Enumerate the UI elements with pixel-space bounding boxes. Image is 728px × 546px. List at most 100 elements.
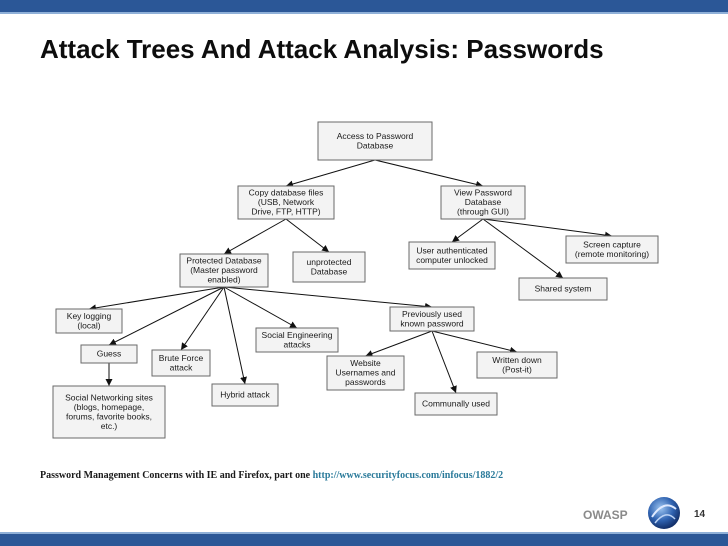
node-label: Copy database files [249, 188, 324, 198]
node-label: Hybrid attack [220, 390, 270, 400]
node-keylog: Key logging(local) [55, 308, 123, 334]
node-label: computer unlocked [416, 255, 488, 265]
node-label: Protected Database [186, 256, 261, 266]
node-screencap: Screen capture(remote monitoring) [565, 235, 659, 264]
node-box [55, 308, 123, 334]
node-box [440, 185, 526, 220]
node-label: (Post-it) [502, 364, 532, 374]
node-label: attacks [284, 339, 311, 349]
edge-prevused-website [365, 330, 433, 357]
edge-view-shared [482, 218, 564, 279]
node-box [80, 344, 138, 364]
node-label: Social Networking sites [65, 392, 153, 402]
node-shared: Shared system [518, 277, 608, 301]
node-socialnet: Social Networking sites(blogs, homepage,… [52, 385, 166, 439]
node-label: known password [400, 318, 464, 328]
node-label: Database [465, 197, 502, 207]
node-box [211, 383, 279, 407]
slide-title: Attack Trees And Attack Analysis: Passwo… [40, 34, 604, 64]
node-label: Key logging [67, 311, 112, 321]
node-label: Usernames and [335, 368, 395, 378]
node-box [389, 306, 475, 332]
node-communal: Communally used [414, 392, 498, 416]
node-label: (remote monitoring) [575, 249, 649, 259]
bottom-band [0, 534, 728, 546]
edge-prevused-communal [431, 330, 457, 394]
edge-root-copy [285, 159, 376, 188]
node-label: (USB, Network [258, 197, 315, 207]
node-label: enabled) [207, 275, 240, 285]
node-label: (through GUI) [457, 207, 509, 217]
node-box [151, 349, 211, 377]
edge-protected-prevused [223, 286, 433, 310]
node-box [518, 277, 608, 301]
node-label: Brute Force [159, 353, 204, 363]
node-label: (blogs, homepage, [74, 402, 144, 412]
node-label: Screen capture [583, 239, 641, 249]
bottom-band-line [0, 532, 728, 534]
caption: Password Management Concerns with IE and… [40, 470, 503, 481]
node-label: (local) [77, 320, 100, 330]
node-box [326, 355, 405, 391]
node-label: Access to Password [337, 131, 414, 141]
node-label: Website [350, 358, 381, 368]
node-box [52, 385, 166, 439]
node-box [414, 392, 498, 416]
diagram-edges [88, 159, 613, 394]
node-label: Communally used [422, 399, 490, 409]
edge-protected-guess [108, 286, 225, 346]
node-label: View Password [454, 188, 512, 198]
node-written: Written down(Post-it) [476, 351, 558, 379]
owasp-logo-icon [648, 497, 680, 529]
edge-protected-brute [180, 286, 225, 351]
node-label: Database [311, 266, 348, 276]
node-label: Written down [492, 355, 542, 365]
node-label: etc.) [101, 421, 118, 431]
caption-link[interactable]: http://www.securityfocus.com/infocus/188… [312, 470, 504, 481]
edge-protected-social [223, 286, 298, 329]
node-label: attack [170, 362, 193, 372]
node-label: Shared system [535, 284, 592, 294]
edge-root-view [374, 159, 484, 188]
node-label: (Master password [190, 265, 258, 275]
top-band-line [0, 12, 728, 14]
node-box [292, 251, 366, 283]
edge-prevused-written [431, 330, 518, 354]
edge-copy-unprotected [285, 218, 330, 253]
owasp-brand-text: OWASP [583, 508, 628, 522]
node-label: Previously used [402, 309, 462, 319]
page-number: 14 [694, 509, 706, 520]
node-box [237, 185, 335, 220]
node-label: Drive, FTP, HTTP) [251, 207, 320, 217]
node-guess: Guess [80, 344, 138, 364]
edge-view-screencap [482, 218, 613, 239]
edge-view-userauth [451, 218, 484, 243]
node-label: Guess [97, 349, 122, 359]
edge-copy-protected [223, 218, 287, 255]
node-hybrid: Hybrid attack [211, 383, 279, 407]
node-box [317, 121, 433, 161]
node-box [476, 351, 558, 379]
edge-protected-hybrid [223, 286, 247, 385]
caption-text: Password Management Concerns with IE and… [40, 470, 311, 481]
node-box [408, 241, 496, 270]
edge-protected-keylog [88, 286, 225, 312]
node-label: Database [357, 140, 394, 150]
node-label: unprotected [307, 257, 352, 267]
node-label: User authenticated [416, 245, 488, 255]
node-label: passwords [345, 377, 386, 387]
node-box [255, 327, 339, 353]
node-protected: Protected Database(Master passwordenable… [179, 253, 269, 288]
